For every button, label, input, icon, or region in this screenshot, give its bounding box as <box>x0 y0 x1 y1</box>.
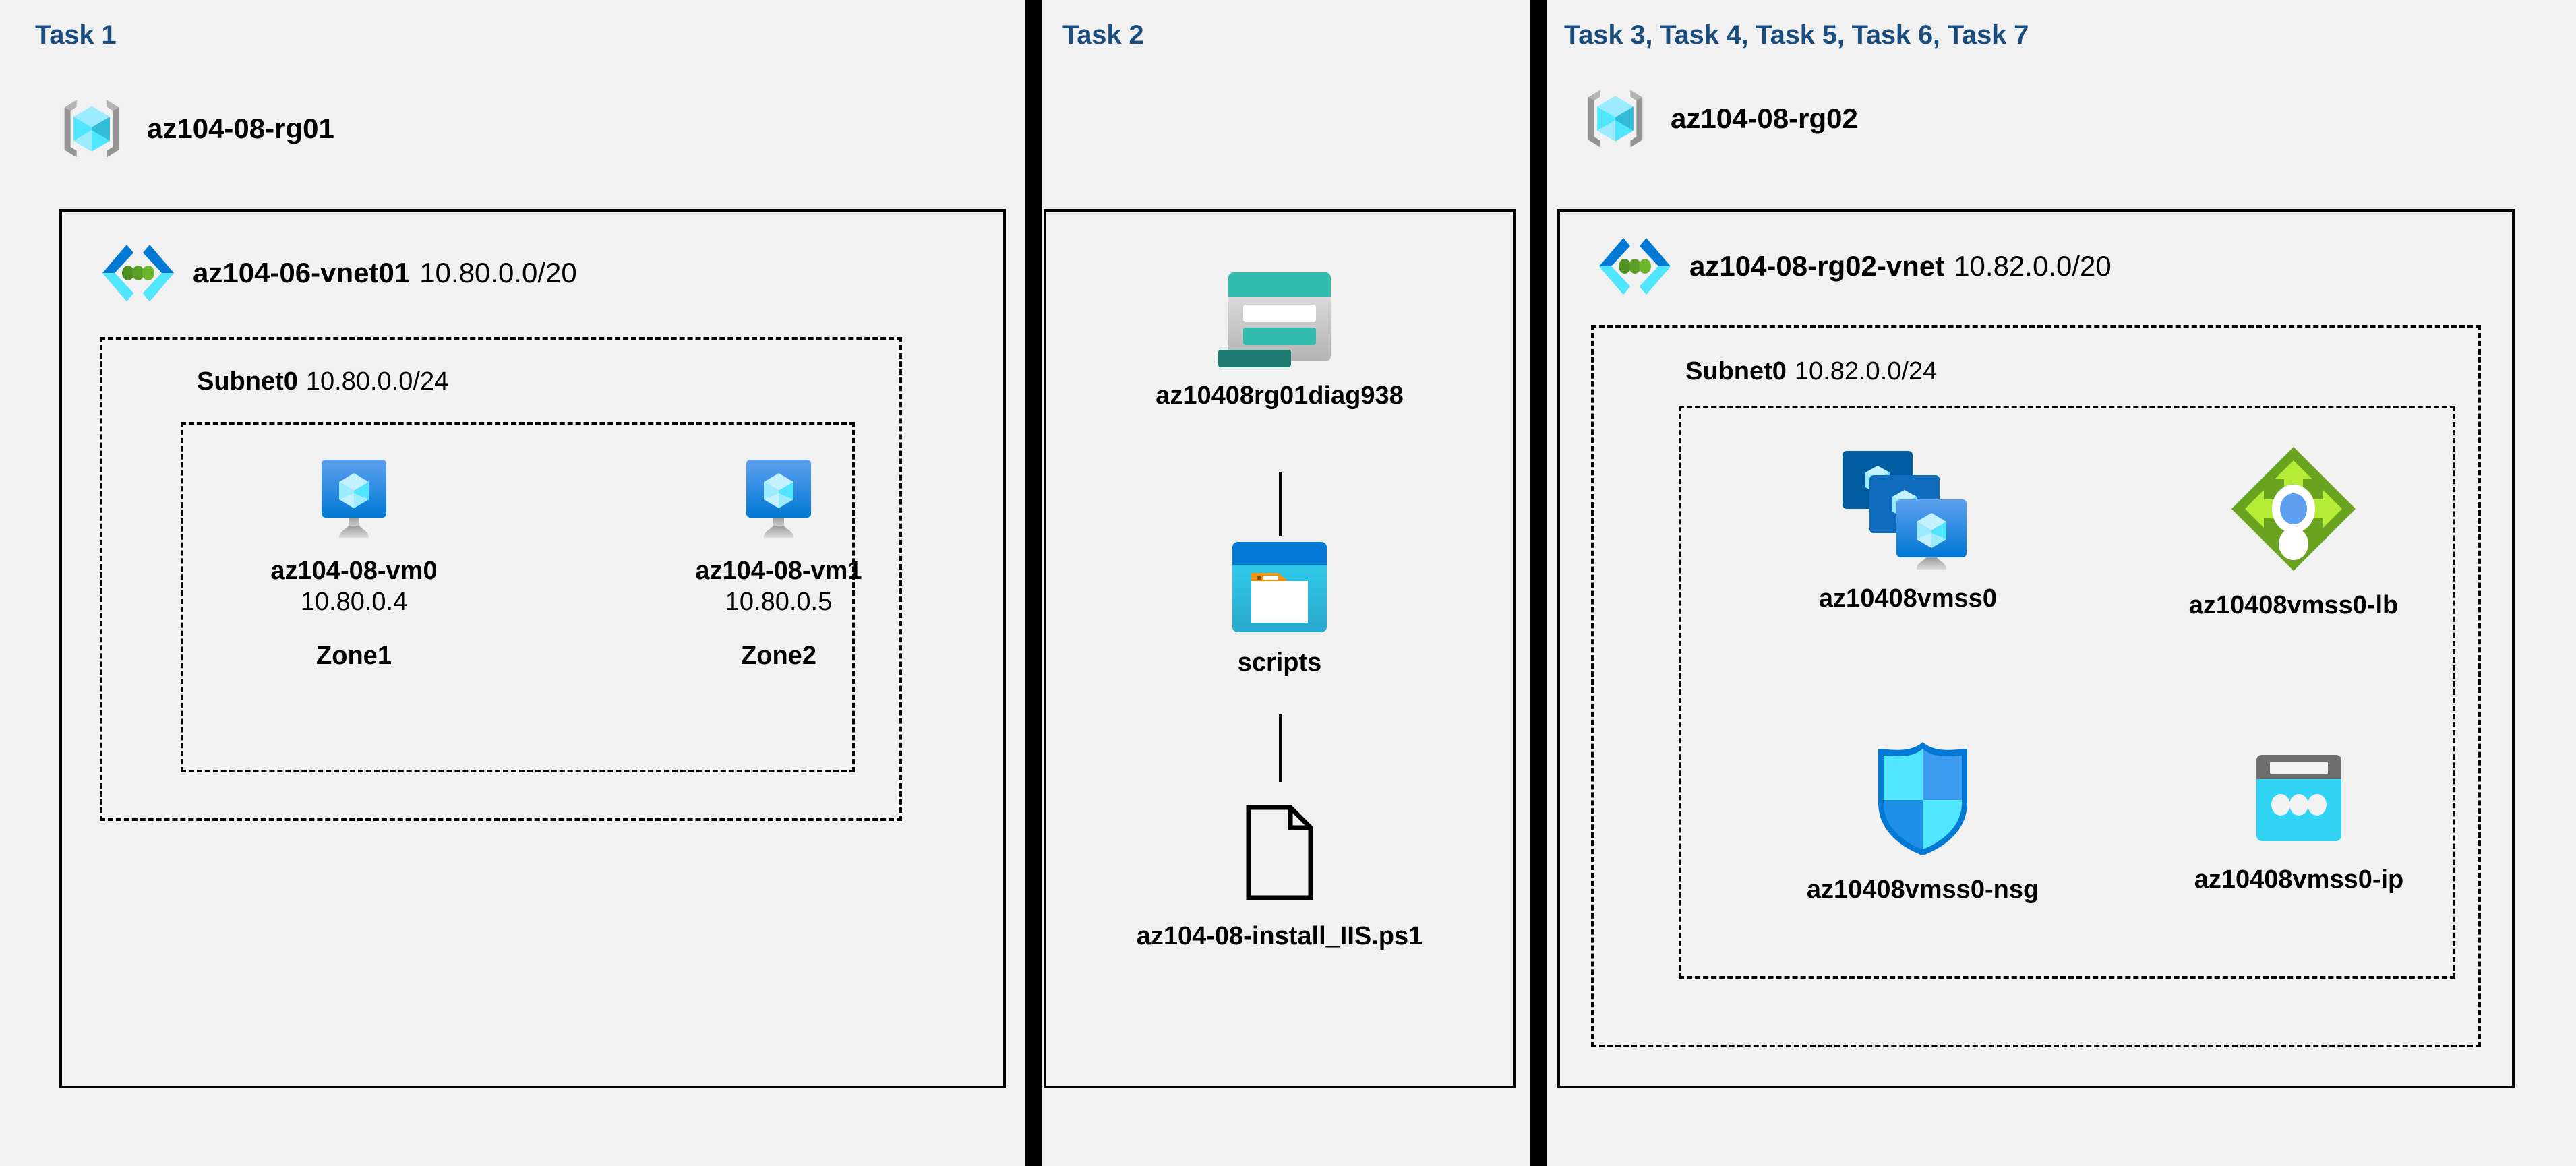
virtual-network-icon <box>101 239 175 307</box>
subnet-boundary-box-task1 <box>100 337 902 821</box>
resource-group-icon <box>1578 81 1653 156</box>
vnet-cidr: 10.80.0.0/20 <box>419 257 577 288</box>
storage-account-name: az10408rg01diag938 <box>1156 381 1404 410</box>
vnet-cidr: 10.82.0.0/20 <box>1954 250 2111 282</box>
blob-container-name: scripts <box>1237 648 1322 677</box>
vm-scale-set-icon <box>1830 441 1985 576</box>
connector-container-to-file <box>1279 714 1282 782</box>
vm-zone-label: Zone1 <box>316 641 392 670</box>
vnet-boundary-box-task1 <box>59 209 1006 1088</box>
vm-scale-set-az10408vmss0: az10408vmss0 <box>1793 441 2023 614</box>
vm-az104-08-vm1: az104-08-vm1 10.80.0.5 Zone2 <box>691 452 866 671</box>
blob-container-icon <box>1226 536 1334 638</box>
network-security-group-icon <box>1869 738 1977 859</box>
vnet-name: az104-08-rg02-vnet <box>1689 250 1945 282</box>
file-az104-08-install-iis-ps1: az104-08-install_IIS.ps1 <box>1137 802 1422 952</box>
public-ip-address-az10408vmss0-ip: az10408vmss0-ip <box>2184 748 2414 895</box>
vm-az104-08-vm0: az104-08-vm0 10.80.0.4 Zone1 <box>266 452 442 671</box>
network-security-group-az10408vmss0-nsg: az10408vmss0-nsg <box>1806 738 2039 905</box>
vm-ip-address: 10.80.0.5 <box>725 588 833 617</box>
vnet-boundary-box-task3to7 <box>1557 209 2515 1088</box>
task-header-task3to7: Task 3, Task 4, Task 5, Task 6, Task 7 <box>1564 20 2029 50</box>
vnet-az104-06-vnet01: az104-06-vnet01 10.80.0.0/20 <box>101 239 577 307</box>
virtual-machine-icon <box>731 452 826 546</box>
subnet-cidr: 10.82.0.0/24 <box>1794 357 1938 386</box>
virtual-machine-icon <box>307 452 401 546</box>
storage-account-icon <box>1219 263 1340 371</box>
resource-group-name: az104-08-rg01 <box>147 113 334 144</box>
storage-account-az10408rg01diag938: az10408rg01diag938 <box>1156 263 1404 411</box>
load-balancer-icon <box>2226 441 2361 576</box>
vm-name: az104-08-vm1 <box>695 557 862 585</box>
subnet-cidr: 10.80.0.0/24 <box>305 367 449 396</box>
resources-group-box-task3to7 <box>1679 406 2455 979</box>
load-balancer-name: az10408vmss0-lb <box>2188 591 2399 619</box>
vnet-name: az104-06-vnet01 <box>193 257 411 288</box>
subnet-boundary-box-task3to7 <box>1591 325 2481 1047</box>
resource-group-az104-08-rg02: az104-08-rg02 <box>1578 81 1858 156</box>
blob-container-scripts: scripts <box>1205 536 1354 678</box>
vm-name: az104-08-vm0 <box>270 557 438 585</box>
task-header-task1: Task 1 <box>35 20 117 50</box>
file-name: az104-08-install_IIS.ps1 <box>1136 922 1423 950</box>
vm-scale-set-name: az10408vmss0 <box>1818 584 1998 613</box>
network-security-group-name: az10408vmss0-nsg <box>1806 876 2039 904</box>
vnet-az104-08-rg02-vnet: az104-08-rg02-vnet 10.82.0.0/20 <box>1598 233 2111 300</box>
resource-group-az104-08-rg01: az104-08-rg01 <box>54 91 334 166</box>
file-icon <box>1239 802 1320 903</box>
public-ip-address-icon <box>2248 748 2349 849</box>
vm-ip-address: 10.80.0.4 <box>300 588 408 617</box>
resource-group-name: az104-08-rg02 <box>1671 102 1858 134</box>
load-balancer-az10408vmss0-lb: az10408vmss0-lb <box>2179 441 2408 621</box>
storage-account-icon-bar <box>1218 350 1291 367</box>
resource-group-icon <box>54 91 129 166</box>
public-ip-address-name: az10408vmss0-ip <box>2194 865 2404 894</box>
task-header-task2: Task 2 <box>1062 20 1144 50</box>
column-separator-right <box>1530 0 1547 1166</box>
virtual-network-icon <box>1598 233 1672 300</box>
connector-storage-to-container <box>1279 472 1282 536</box>
subnet-name: Subnet0 <box>1685 357 1787 386</box>
subnet-name: Subnet0 <box>197 367 298 396</box>
availability-zone-box-task1 <box>181 422 855 772</box>
vm-zone-label: Zone2 <box>741 641 816 670</box>
column-separator-left <box>1025 0 1042 1166</box>
